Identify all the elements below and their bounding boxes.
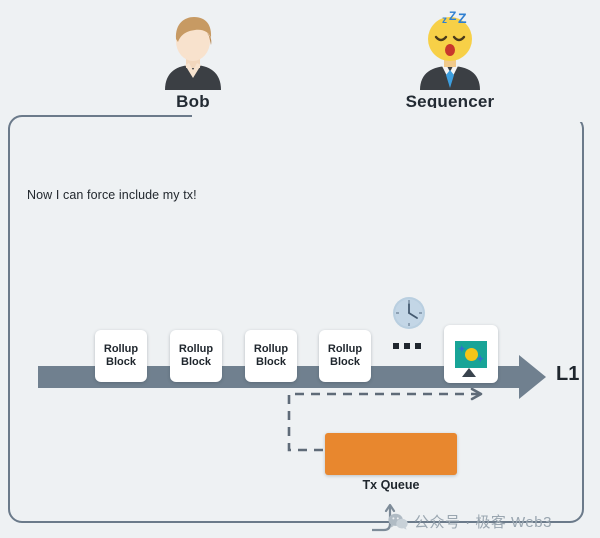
callout-frame-gap <box>192 108 592 122</box>
actor-bob-label: Bob <box>176 92 210 111</box>
dashed-arrow-icon <box>287 388 483 452</box>
rollup-block-line2: Block <box>106 356 136 368</box>
up-triangle-marker-icon <box>462 368 476 377</box>
person-avatar-icon <box>165 17 221 90</box>
rollup-block-line2: Block <box>330 356 360 368</box>
avatar: z Z Z <box>385 8 515 90</box>
rollup-block: Rollup Block <box>95 330 147 382</box>
rollup-block-line1: Rollup <box>103 342 139 355</box>
rollup-block-line1: Rollup <box>327 342 363 355</box>
svg-text:Z: Z <box>458 10 467 26</box>
sleeping-face-avatar-icon: z Z Z <box>420 10 480 90</box>
clock-icon <box>393 297 425 329</box>
rollup-block-line1: Rollup <box>253 342 289 355</box>
svg-text:z: z <box>442 15 447 26</box>
chip-coin-icon <box>464 347 478 361</box>
actor-sequencer: z Z Z Sequencer <box>385 8 515 112</box>
svg-text:Z: Z <box>449 10 456 23</box>
actor-sequencer-label: Sequencer <box>405 92 495 111</box>
avatar <box>128 8 258 90</box>
wechat-icon <box>388 513 408 530</box>
tx-queue-box <box>325 433 457 475</box>
transaction-chip-icon: ✦ ✦ <box>455 340 487 368</box>
chip-mark-icon: ✦ <box>476 353 484 364</box>
ellipsis-icon <box>393 343 421 349</box>
curved-arrow-icon <box>372 503 396 532</box>
rollup-block: Rollup Block <box>245 330 297 382</box>
right-arrow-icon <box>519 355 546 399</box>
watermark-text: 公众号 · 极客 Web3 <box>414 514 552 531</box>
rollup-block-line2: Block <box>256 356 286 368</box>
rollup-block: Rollup Block <box>170 330 222 382</box>
rollup-block: Rollup Block <box>319 330 371 382</box>
l1-label: L1 <box>556 363 580 385</box>
rollup-block-line1: Rollup <box>178 342 214 355</box>
tx-queue-label: Tx Queue <box>362 478 420 492</box>
watermark: 公众号 · 极客 Web3 <box>388 511 552 532</box>
rollup-block-line2: Block <box>181 356 211 368</box>
speech-text: Now I can force include my tx! <box>27 188 197 202</box>
actor-bob: Bob <box>128 8 258 112</box>
chip-mark-icon: ✦ <box>458 343 466 354</box>
